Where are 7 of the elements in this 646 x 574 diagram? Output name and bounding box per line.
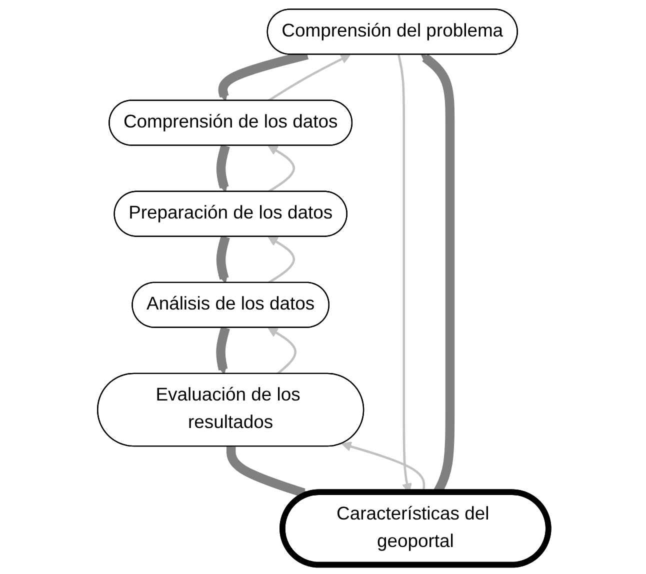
arrow [268, 54, 351, 102]
arrow [268, 145, 296, 193]
arrow [268, 327, 297, 375]
arrow [268, 236, 296, 284]
arrow [216, 236, 230, 284]
arrow [216, 326, 230, 374]
arrow [216, 144, 230, 192]
